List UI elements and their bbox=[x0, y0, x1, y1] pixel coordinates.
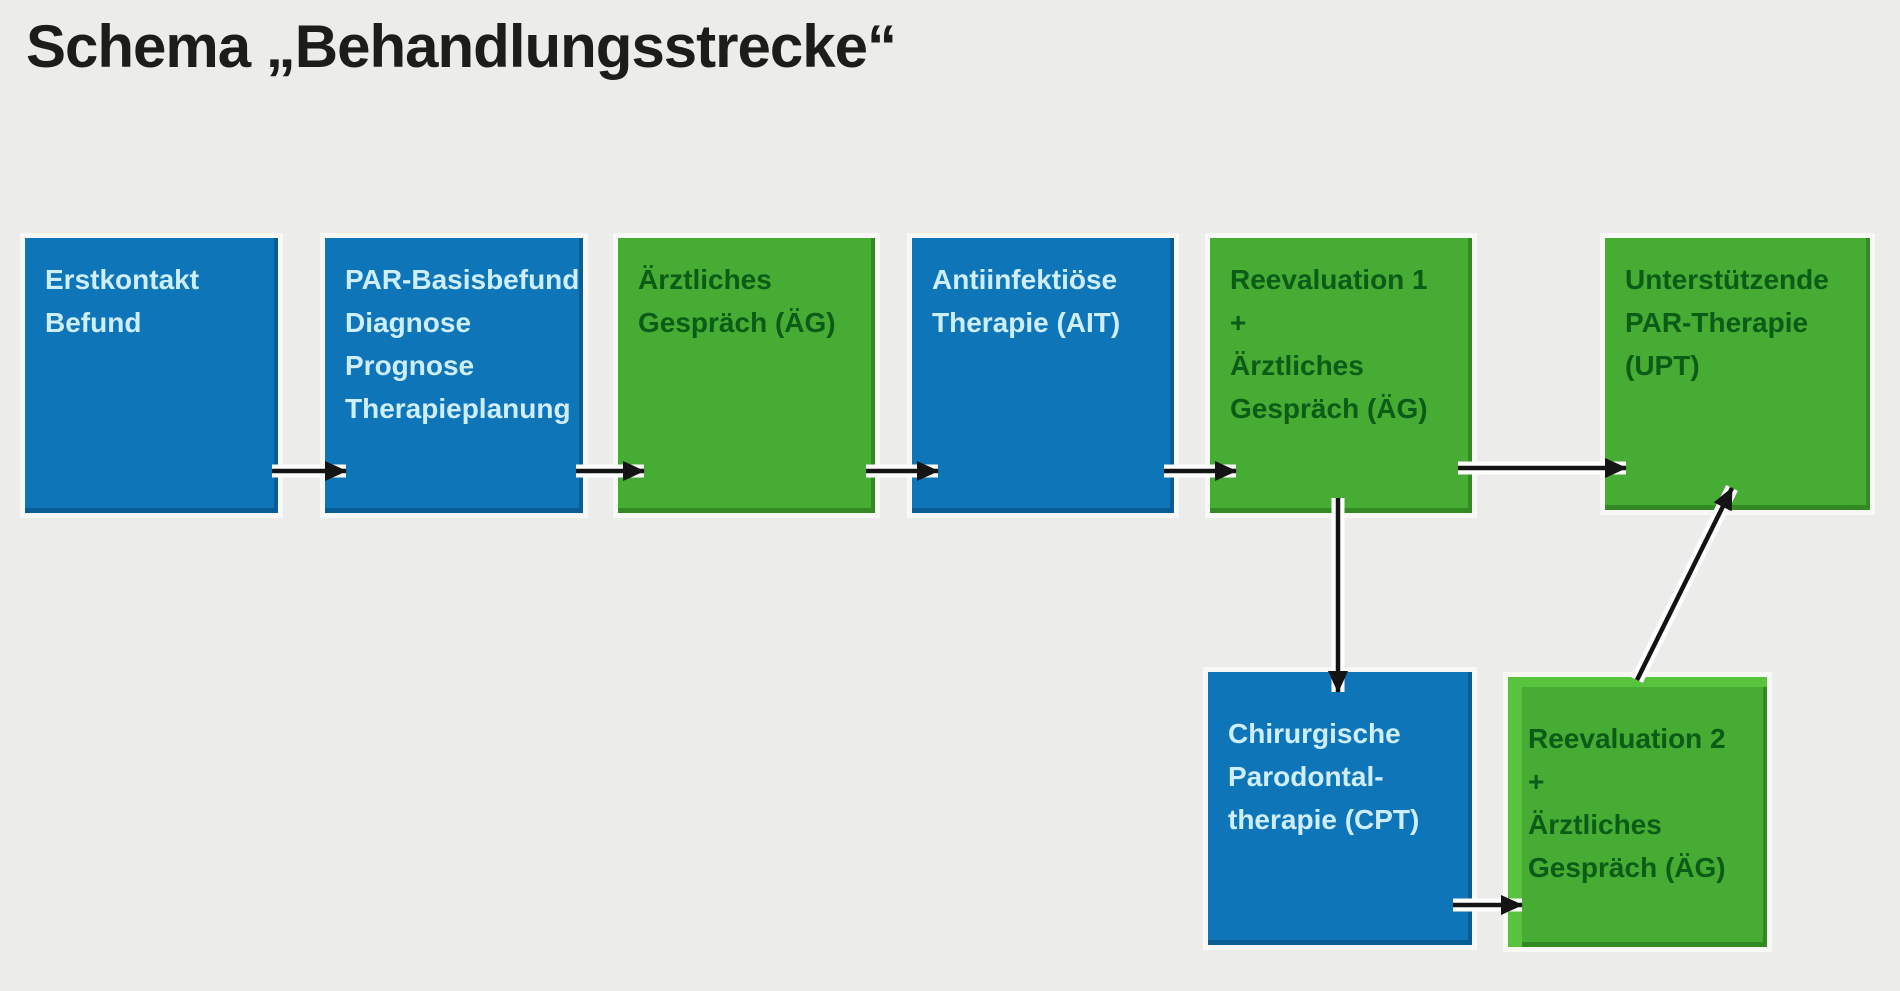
node-line: Ärztliches bbox=[1528, 809, 1662, 840]
node-line: (UPT) bbox=[1625, 350, 1700, 381]
node-line: Gespräch (ÄG) bbox=[638, 307, 836, 338]
node-line: therapie (CPT) bbox=[1228, 804, 1420, 835]
node-line: Reevaluation 1 bbox=[1230, 264, 1428, 295]
node-line: Ärztliches bbox=[638, 264, 772, 295]
node-line: Antiinfektiöse bbox=[932, 264, 1118, 295]
node-line: PAR-Basisbefund bbox=[345, 264, 580, 295]
node-line: Diagnose bbox=[345, 307, 472, 338]
node-line: PAR-Therapie bbox=[1625, 307, 1809, 338]
node-line: Reevaluation 2 bbox=[1528, 723, 1726, 754]
node-line: Chirurgische bbox=[1228, 718, 1401, 749]
node-line: Unterstützende bbox=[1625, 264, 1829, 295]
node-line: Prognose bbox=[345, 350, 475, 381]
node-line: + bbox=[1230, 307, 1247, 338]
node-line: Parodontal- bbox=[1228, 761, 1384, 792]
node-line: Gespräch (ÄG) bbox=[1230, 393, 1428, 424]
node-line: Ärztliches bbox=[1230, 350, 1364, 381]
page-title: Schema „Behandlungsstrecke“ bbox=[26, 13, 897, 80]
node-line: Therapieplanung bbox=[345, 393, 571, 424]
node-line: Erstkontakt bbox=[45, 264, 200, 295]
node-line: Therapie (AIT) bbox=[932, 307, 1121, 338]
node-line: Gespräch (ÄG) bbox=[1528, 852, 1726, 883]
node-line: + bbox=[1528, 766, 1545, 797]
node-line: Befund bbox=[45, 307, 142, 338]
